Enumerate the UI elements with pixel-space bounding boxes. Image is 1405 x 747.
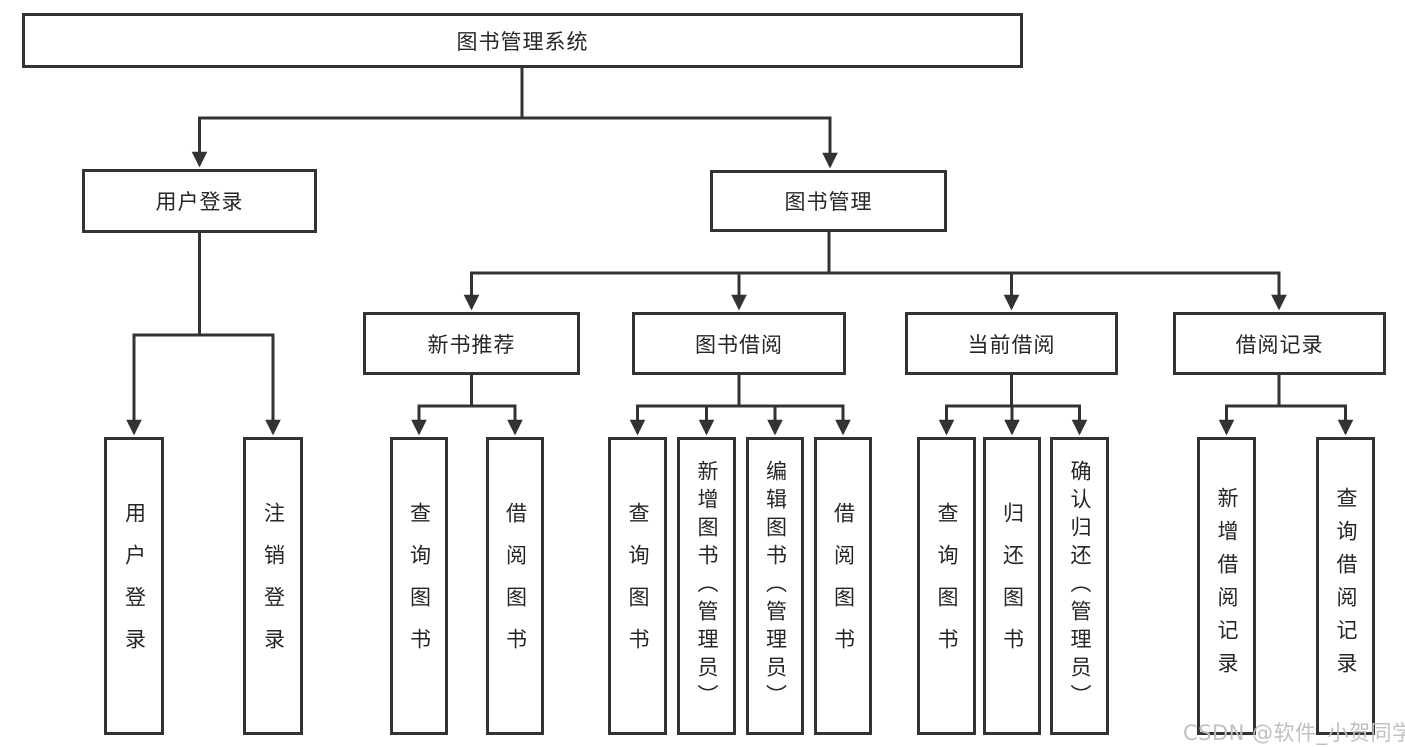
node-br-query-record: 查询借阅记录 [1316,437,1375,735]
node-cb-return-books: 归还图书 [983,437,1041,735]
node-nb-borrow-books: 借阅图书 [486,437,544,735]
csdn-watermark: CSDN @软件_小贺同学 [1183,721,1405,745]
node-root: 图书管理系统 [22,13,1023,68]
node-book-management: 图书管理 [710,170,947,232]
node-bb-query-books: 查询图书 [608,437,667,735]
node-bb-add-books: 新增图书（管理员） [677,437,736,735]
node-book-borrow: 图书借阅 [632,312,846,375]
node-cb-confirm-return: 确认归还（管理员） [1050,437,1109,735]
node-do-logout: 注销登录 [243,437,303,735]
node-nb-query-books: 查询图书 [390,437,448,735]
node-do-login: 用户登录 [104,437,164,735]
node-new-book-recommend: 新书推荐 [363,312,580,375]
node-cb-query-books: 查询图书 [917,437,976,735]
node-borrow-records: 借阅记录 [1173,312,1386,375]
node-bb-edit-books: 编辑图书（管理员） [746,437,804,735]
node-bb-borrow-books: 借阅图书 [814,437,872,735]
node-br-add-record: 新增借阅记录 [1197,437,1256,735]
node-user-login: 用户登录 [82,169,317,233]
node-current-borrow: 当前借阅 [905,312,1118,375]
